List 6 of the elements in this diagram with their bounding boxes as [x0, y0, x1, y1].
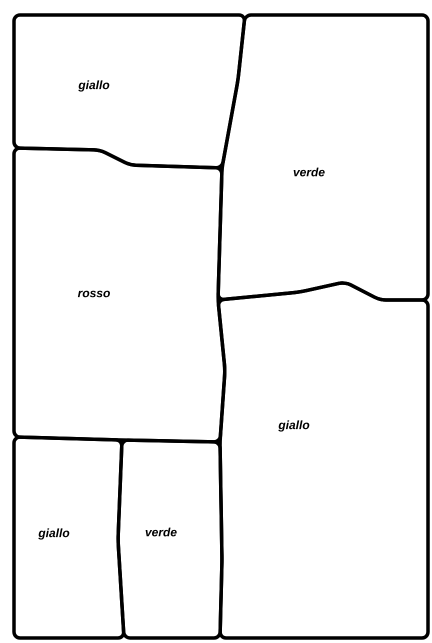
- region: giallo: [12, 435, 126, 640]
- region: rosso: [12, 146, 226, 444]
- region: verde: [116, 438, 224, 640]
- region: verde: [216, 13, 430, 302]
- region: giallo: [12, 13, 246, 170]
- region: giallo: [216, 281, 430, 640]
